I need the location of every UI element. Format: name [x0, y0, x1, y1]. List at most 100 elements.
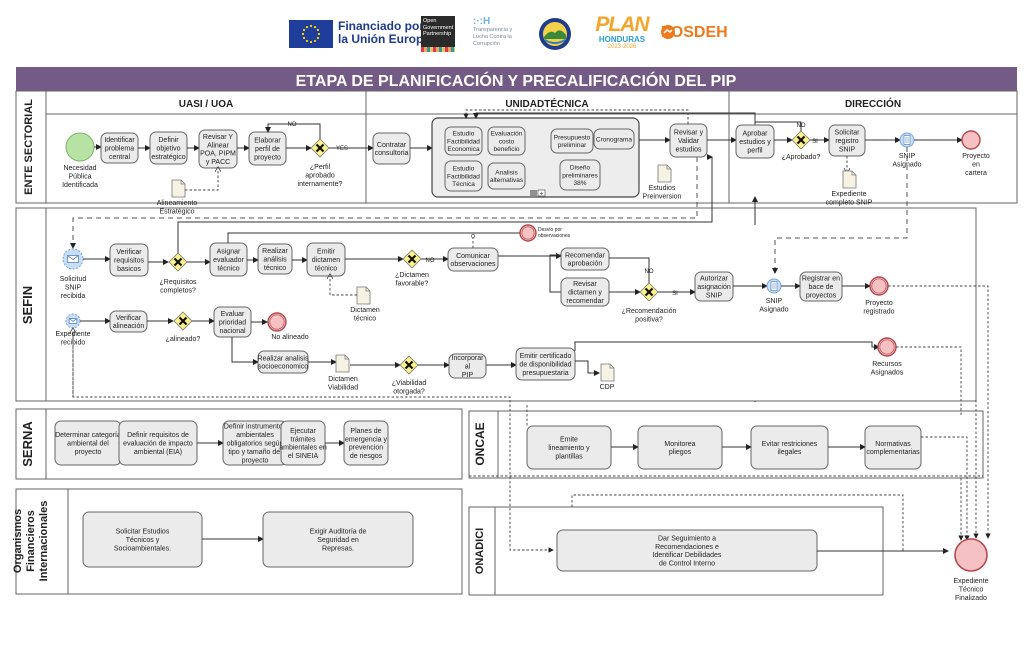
no-alineado-label: No alineado	[271, 334, 308, 341]
flow-label-si: SI	[672, 291, 678, 297]
end-event-recursos-asignados[interactable]	[877, 337, 897, 357]
doc-alineamiento[interactable]	[171, 179, 186, 198]
flow-no-path	[609, 257, 650, 283]
sub-evaluacion-costo[interactable]	[487, 126, 526, 156]
gateway-aprobado-label: ¿Aprobado?	[782, 154, 821, 161]
start-event-necesidad[interactable]	[65, 132, 95, 162]
envelope-icon	[67, 255, 79, 263]
doc-dictamen-viabilidad[interactable]	[335, 354, 350, 373]
end-event-proyecto-cartera[interactable]	[961, 130, 981, 150]
sub-analisis-alternativas[interactable]	[487, 162, 526, 190]
task-aprobar-estudios[interactable]	[735, 124, 775, 159]
ogp-logo: Open Government Partnership	[421, 16, 455, 52]
end-event-desvio-inner-ring	[521, 226, 535, 240]
sub-estudio-economica[interactable]	[444, 126, 483, 156]
flow-no-loop	[265, 123, 321, 139]
task-ofi-exigir[interactable]	[262, 511, 414, 568]
transparencia-line-1: Transparencia y	[473, 27, 513, 33]
pool-sefin	[15, 207, 977, 402]
flow-to-desvio	[227, 232, 520, 243]
eu-star	[305, 39, 309, 43]
sub-diseno-preliminares[interactable]	[559, 159, 601, 191]
plus-icon: +	[540, 192, 544, 198]
message-flow-normativas	[921, 436, 970, 541]
exclusive-gateway-x-icon	[315, 143, 325, 153]
doc-expediente-snip[interactable]	[842, 170, 857, 189]
sub-presupuesto-preliminar[interactable]	[550, 128, 594, 154]
task-emitir-certificado[interactable]	[515, 347, 576, 381]
transparencia-mark: :·:H	[473, 16, 491, 27]
pool-label-onadici: ONADICI	[474, 528, 486, 574]
task-recomendar-aprobacion[interactable]	[560, 247, 610, 271]
subprocess-expand-button[interactable]	[537, 189, 546, 197]
flow-label-no: NO	[288, 122, 297, 128]
exclusive-gateway-x-icon	[644, 287, 654, 297]
exclusive-gateway-x-icon	[173, 257, 183, 267]
end-event-proyecto-registrado[interactable]	[869, 276, 889, 296]
task-realizar-analisis-tecnico[interactable]	[257, 243, 293, 275]
eu-star	[301, 32, 305, 36]
end-event-no-alineado[interactable]	[267, 312, 287, 332]
end-event-desvio[interactable]	[519, 224, 537, 242]
doc-dictamen-tecnico[interactable]	[356, 286, 371, 305]
task-serna-5[interactable]	[343, 420, 389, 466]
flow-label-yes: YES	[336, 146, 348, 152]
seal-icon	[539, 18, 571, 50]
sub-cronograma[interactable]	[593, 128, 635, 150]
label: SERNA	[0, 0, 12, 2]
eu-star	[316, 36, 320, 40]
eu-line-1: Financiado por	[338, 19, 425, 33]
ogp-color-stripe	[421, 47, 455, 52]
doc-estudios-preinversion[interactable]	[657, 164, 672, 183]
flow-label-no: NO	[797, 123, 806, 129]
fosdeh-handshake-icon	[661, 25, 675, 39]
end-event-expediente-finalizado[interactable]	[954, 538, 988, 572]
doc-fold	[344, 355, 349, 360]
sequence-flow	[896, 346, 962, 416]
pool-label-serna: SERNA	[20, 421, 35, 467]
doc-fold	[365, 287, 370, 292]
task-incorporar-pip[interactable]	[448, 353, 487, 379]
eu-star	[313, 25, 317, 29]
doc-fold	[666, 165, 671, 170]
pool-label-organismos: OrganismosFinancierosInternacionales	[12, 501, 50, 582]
lane-header-unidad-tecnica: UNIDADTÉCNICA	[505, 97, 588, 110]
task-oncae-4[interactable]	[864, 425, 922, 470]
doc-cdp[interactable]	[600, 363, 615, 382]
doc-fold	[851, 171, 856, 176]
message-flow-to-sefin	[70, 157, 698, 249]
sub-estudio-tecnica[interactable]	[444, 160, 483, 192]
task-verificar-requisitos[interactable]	[109, 243, 149, 277]
exclusive-gateway-x-icon	[404, 360, 414, 370]
title-bar	[16, 67, 1017, 91]
